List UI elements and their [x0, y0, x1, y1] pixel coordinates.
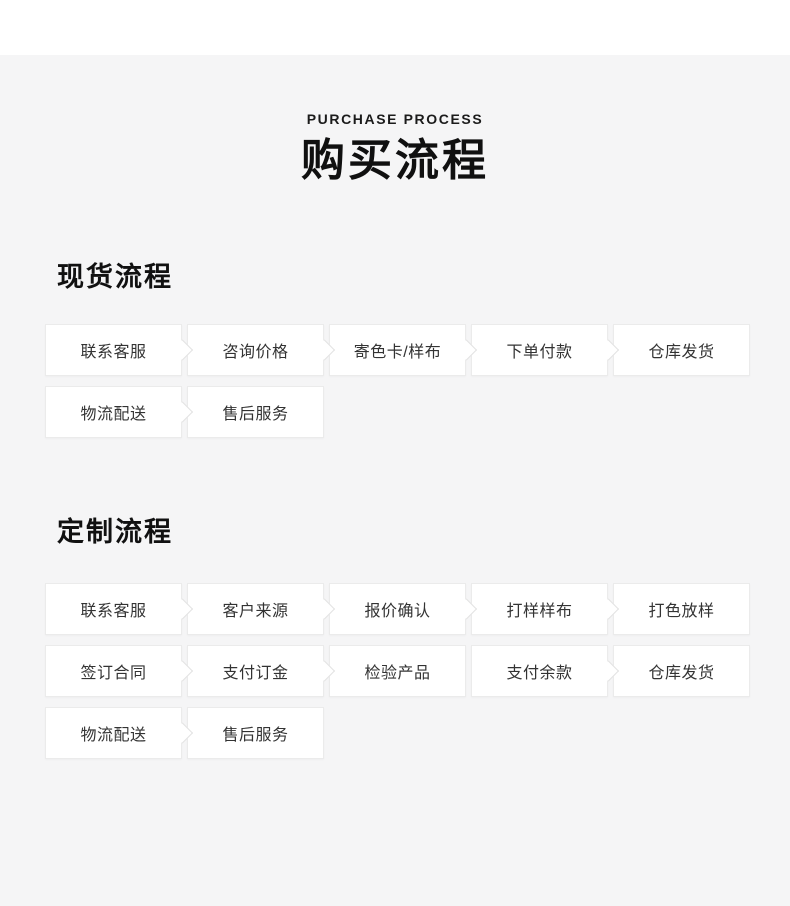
- flow-row: 物流配送 售后服务: [45, 386, 750, 438]
- flow-step-label: 物流配送: [80, 727, 147, 744]
- section-custom-process: 定制流程 联系客服 客户来源 报价确认 打样样布 打色放样签订合同 支付订金 检验产品 支付余…: [0, 515, 790, 759]
- flow-step: 咨询价格: [187, 324, 324, 376]
- flow-step: 仓库发货: [613, 645, 750, 697]
- flow-step-label: 打色放样: [648, 603, 715, 620]
- section-heading-custom: 定制流程: [57, 517, 173, 547]
- flow-step-label: 支付订金: [222, 665, 289, 682]
- flow-step: 下单付款: [471, 324, 608, 376]
- flow-step: 支付余款: [471, 645, 608, 697]
- flow-step: 打样样布: [471, 583, 608, 635]
- flow-step: 联系客服: [45, 324, 182, 376]
- section-heading-in-stock: 现货流程: [57, 262, 173, 292]
- flow-step: 售后服务: [187, 707, 324, 759]
- flow-step-label: 联系客服: [80, 603, 147, 620]
- flow-step: 物流配送: [45, 707, 182, 759]
- section-in-stock-process: 现货流程 联系客服 咨询价格 寄色卡/样布 下单付款 仓库发货物流配送 售后服务: [0, 260, 790, 438]
- flow-step-label: 签订合同: [80, 665, 147, 682]
- flow-step: 报价确认: [329, 583, 466, 635]
- flow-step: 售后服务: [187, 386, 324, 438]
- flow-row: 签订合同 支付订金 检验产品 支付余款 仓库发货: [45, 645, 750, 697]
- flow-step: 寄色卡/样布: [329, 324, 466, 376]
- flow-step-label: 售后服务: [222, 727, 289, 744]
- flow-step: 客户来源: [187, 583, 324, 635]
- flow-step: 支付订金: [187, 645, 324, 697]
- flow-row: 联系客服 客户来源 报价确认 打样样布 打色放样: [45, 583, 750, 635]
- flow-step-label: 仓库发货: [648, 665, 715, 682]
- flow-step-label: 仓库发货: [648, 344, 715, 361]
- flow-step-label: 下单付款: [506, 344, 573, 361]
- hero-header: PURCHASE PROCESS 购买流程: [0, 55, 790, 186]
- flow-step-label: 报价确认: [364, 603, 431, 620]
- flow-step-label: 检验产品: [364, 665, 431, 682]
- flow-step-label: 物流配送: [80, 406, 147, 423]
- page-title: 购买流程: [301, 136, 489, 185]
- flow-step-label: 寄色卡/样布: [353, 344, 442, 361]
- flow-step: 检验产品: [329, 645, 466, 697]
- flow-step: 仓库发货: [613, 324, 750, 376]
- flow-step-label: 售后服务: [222, 406, 289, 423]
- flow-step: 打色放样: [613, 583, 750, 635]
- flow-step: 物流配送: [45, 386, 182, 438]
- in-stock-flow-rows: 联系客服 咨询价格 寄色卡/样布 下单付款 仓库发货物流配送 售后服务: [45, 324, 750, 438]
- flow-step-label: 咨询价格: [222, 344, 289, 361]
- flow-row: 联系客服 咨询价格 寄色卡/样布 下单付款 仓库发货: [45, 324, 750, 376]
- flow-step-label: 联系客服: [80, 344, 147, 361]
- flow-step-label: 打样样布: [506, 603, 573, 620]
- eyebrow-title: PURCHASE PROCESS: [306, 111, 484, 127]
- flow-row: 物流配送 售后服务: [45, 707, 750, 759]
- flow-step: 签订合同: [45, 645, 182, 697]
- flow-step-label: 客户来源: [222, 603, 289, 620]
- top-white-band: [0, 0, 790, 55]
- flow-step-label: 支付余款: [506, 665, 573, 682]
- custom-flow-rows: 联系客服 客户来源 报价确认 打样样布 打色放样签订合同 支付订金 检验产品 支付余款 仓库发货…: [45, 583, 750, 759]
- flow-step: 联系客服: [45, 583, 182, 635]
